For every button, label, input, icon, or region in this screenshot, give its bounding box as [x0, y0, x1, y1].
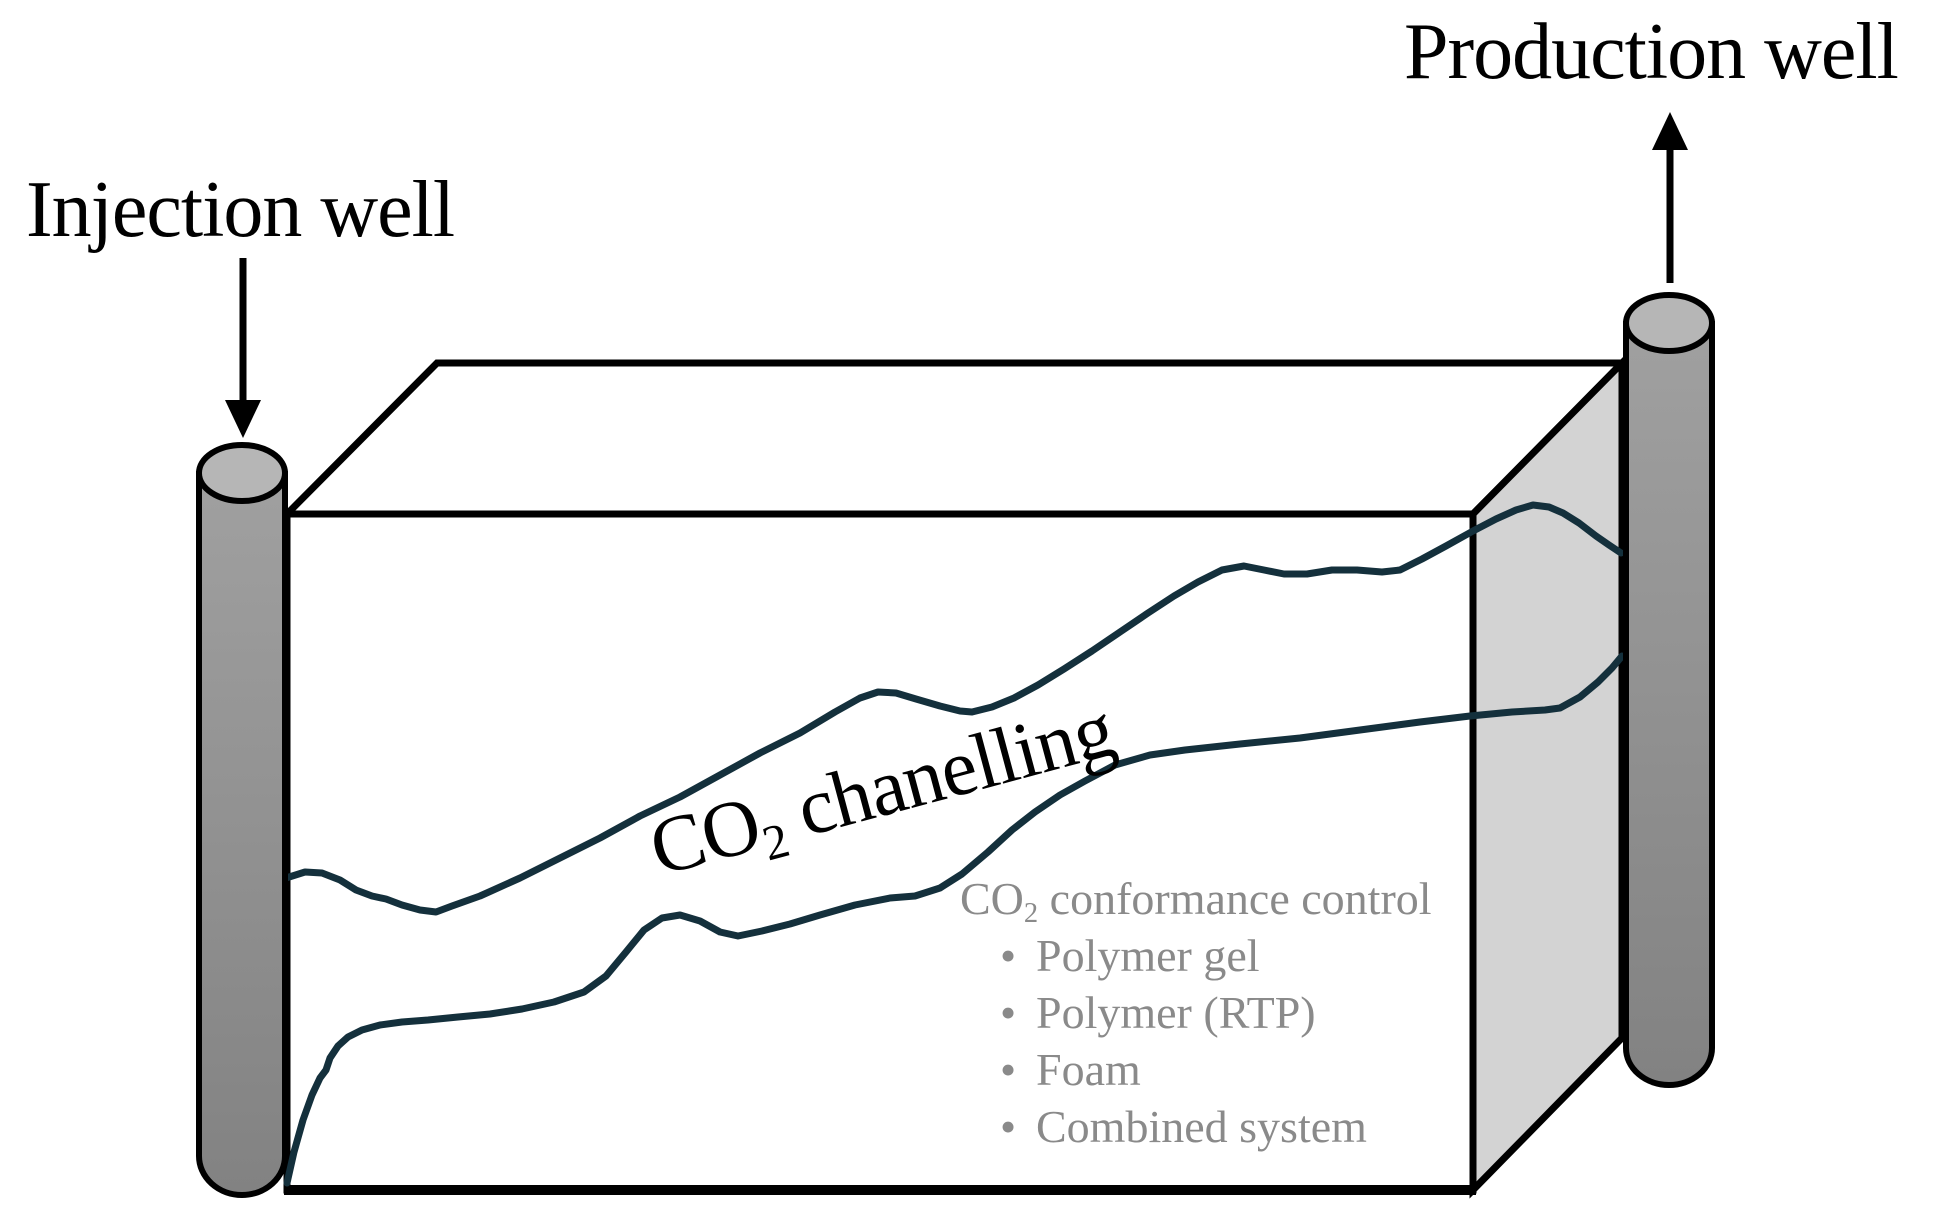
- conformance-heading-prefix: CO: [960, 873, 1024, 924]
- conformance-heading-subscript: 2: [1023, 897, 1039, 929]
- injection-well-label: Injection well: [26, 166, 455, 254]
- conformance-item: • Combined system: [960, 1098, 1432, 1155]
- up-arrow-icon: [1652, 112, 1688, 283]
- conformance-heading: CO2 conformance control: [960, 870, 1432, 929]
- co2-channel-lower-curve: [283, 652, 1626, 1187]
- injection-well-pipe-top: [196, 442, 288, 504]
- production-well-label: Production well: [1404, 8, 1899, 96]
- injection-well-pipe-body: [196, 471, 288, 1198]
- conformance-heading-suffix: conformance control: [1038, 873, 1432, 924]
- conformance-item-label: Polymer gel: [1036, 930, 1260, 981]
- conformance-item: • Polymer gel: [960, 927, 1432, 984]
- reservoir-side-face: [1469, 354, 1626, 1199]
- conformance-item-label: Combined system: [1036, 1101, 1367, 1152]
- production-well-pipe-top: [1623, 292, 1715, 354]
- production-well-pipe-body: [1623, 321, 1715, 1088]
- conformance-item-label: Polymer (RTP): [1036, 987, 1316, 1038]
- down-arrow-icon: [225, 258, 261, 438]
- bullet-icon: •: [1000, 1044, 1017, 1095]
- bullet-icon: •: [1000, 987, 1017, 1038]
- production-well-pipe: [1623, 292, 1715, 1088]
- bullet-icon: •: [1000, 1101, 1017, 1152]
- bullet-icon: •: [1000, 930, 1017, 981]
- reservoir-top-face: [278, 359, 1631, 518]
- co2-channel-upper-curve: [282, 501, 1625, 916]
- conformance-item: • Polymer (RTP): [960, 984, 1432, 1041]
- conformance-control-list: CO2 conformance control • Polymer gel • Po…: [960, 870, 1432, 1155]
- conformance-item: • Foam: [960, 1041, 1432, 1098]
- conformance-item-label: Foam: [1036, 1044, 1141, 1095]
- reservoir-front-face: [283, 510, 1477, 1194]
- injection-well-pipe: [196, 442, 288, 1198]
